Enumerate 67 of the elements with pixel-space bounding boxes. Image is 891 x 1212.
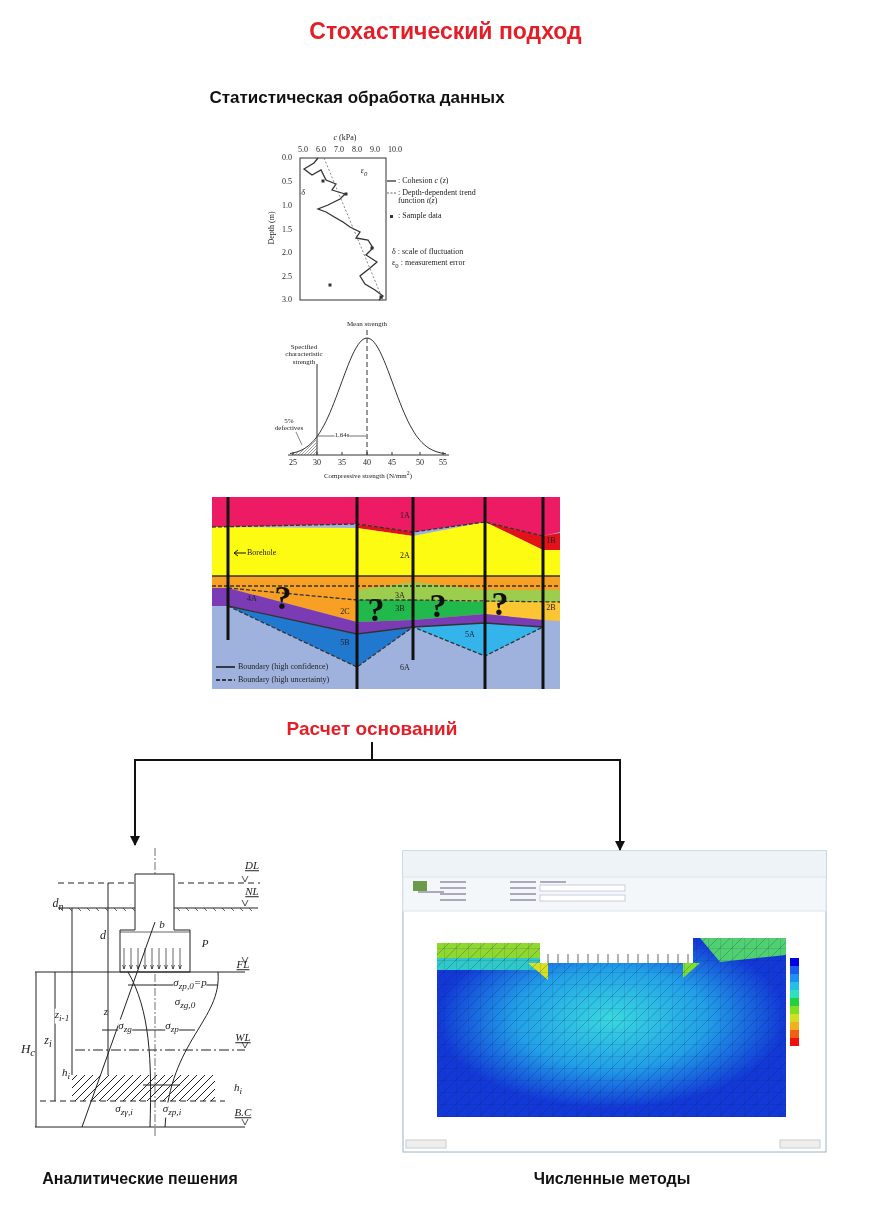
question-mark: ? bbox=[367, 592, 385, 628]
legend-text: ε$_{0}$ : measurement error bbox=[392, 259, 466, 269]
layer-label: 1B bbox=[546, 536, 556, 546]
layer-label: 3B bbox=[395, 604, 405, 614]
arrow bbox=[371, 741, 625, 851]
legend-text: : Depth-dependent trend function t(z) bbox=[398, 188, 477, 206]
legend-text: δ : scale of fluctuation bbox=[392, 247, 464, 257]
symbol-label: FL bbox=[236, 959, 250, 971]
symbol-label: d bbox=[100, 928, 106, 942]
layer-label: 5B bbox=[340, 638, 350, 648]
layer-label: 5A bbox=[465, 630, 475, 640]
layer-label: 3A bbox=[395, 591, 405, 601]
symbol-label: z bbox=[103, 1006, 109, 1018]
symbol-label: z$_{i-1}$ bbox=[54, 1008, 70, 1024]
layer-label: 1A bbox=[400, 511, 410, 521]
tick-label: 3.0 bbox=[282, 295, 292, 305]
tick-label: 30 bbox=[313, 458, 321, 468]
layer-label: 2B bbox=[546, 603, 556, 613]
tick-label: 35 bbox=[338, 458, 346, 468]
axis-title: c (kPa) bbox=[333, 133, 357, 143]
symbol-label: P bbox=[201, 938, 209, 950]
legend-text: : Cohesion c (z) bbox=[398, 176, 449, 186]
layer-label: 2C bbox=[340, 607, 350, 617]
heading-text: Расчет оснований bbox=[282, 718, 462, 742]
tick-label: 8.0 bbox=[352, 145, 362, 155]
symbol-label: WL bbox=[235, 1032, 251, 1044]
layer-label: 4A bbox=[247, 594, 257, 604]
tick-label: 45 bbox=[388, 458, 396, 468]
symbol-label: d$_{n}$ bbox=[52, 897, 64, 913]
axis-title: Depth (m) bbox=[267, 211, 277, 245]
annotation: Borehole bbox=[247, 548, 277, 558]
symbol-label: h$_{i}$ bbox=[62, 1066, 70, 1082]
software-screenshot bbox=[402, 850, 827, 1153]
symbol-label: σ$_{zg,0}$ bbox=[174, 995, 196, 1011]
tick-label: 2.5 bbox=[282, 272, 292, 282]
symbol-label: h$_{i}$ bbox=[234, 1081, 242, 1097]
legend-text: : Sample data bbox=[398, 211, 442, 221]
tick-label: 5.0 bbox=[298, 145, 308, 155]
tick-label: 7.0 bbox=[334, 145, 344, 155]
symbol-label: DL bbox=[244, 860, 260, 872]
symbol-label: ε$_{0}$ bbox=[360, 167, 368, 177]
tick-label: 10.0 bbox=[388, 145, 402, 155]
layer-label: 6A bbox=[400, 663, 410, 673]
tick-label: 9.0 bbox=[370, 145, 380, 155]
tick-label: 0.5 bbox=[282, 177, 292, 187]
tick-label: 1.0 bbox=[282, 201, 292, 211]
tick-label: 2.0 bbox=[282, 248, 292, 258]
tick-label: 0.0 bbox=[282, 153, 292, 163]
tick-label: 40 bbox=[363, 458, 371, 468]
symbol-label: σ$_{zp,i}$ bbox=[162, 1102, 182, 1118]
tick-label: 6.0 bbox=[316, 145, 326, 155]
tick-label: 55 bbox=[439, 458, 447, 468]
tick-label: 50 bbox=[416, 458, 424, 468]
title: Стохастический подход bbox=[308, 18, 583, 45]
symbol-label: σ$_{zg}$ bbox=[118, 1019, 132, 1035]
layer-label: 2A bbox=[400, 551, 410, 561]
symbol-label: NL bbox=[245, 886, 259, 898]
subtitle: Статистическая обработка данных bbox=[209, 89, 505, 107]
symbol-label: B.C bbox=[234, 1107, 252, 1119]
symbol-label: δ bbox=[301, 188, 305, 198]
tick-label: 1.5 bbox=[282, 225, 292, 235]
legend-text: Boundary (high confidence) bbox=[238, 662, 329, 672]
node-label: Аналитические пешения bbox=[42, 1170, 238, 1188]
legend-text: Boundary (high uncertainty) bbox=[238, 675, 330, 685]
symbol-label: b bbox=[159, 919, 165, 931]
node-label: Численные методы bbox=[533, 1170, 691, 1188]
tick-label: 25 bbox=[289, 458, 297, 468]
